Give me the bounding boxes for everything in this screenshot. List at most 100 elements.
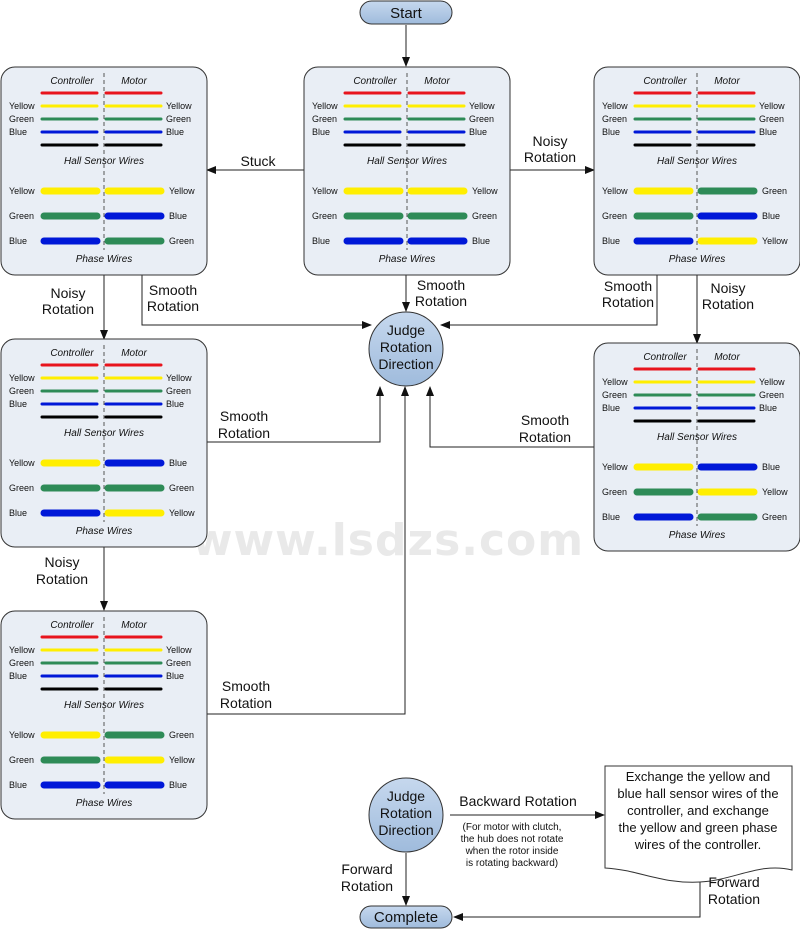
label-forward-process-1: Forward	[708, 874, 759, 890]
hall-label-motor: Green	[166, 386, 191, 396]
phase-label-motor: Blue	[169, 211, 187, 221]
phase-caption: Phase Wires	[76, 254, 133, 265]
phase-label-controller: Blue	[9, 508, 27, 518]
arrow-righttop-smooth	[440, 275, 658, 329]
hall-caption: Hall Sensor Wires	[64, 700, 144, 711]
phase-label-motor: Blue	[472, 236, 490, 246]
hall-label-motor: Blue	[759, 403, 777, 413]
phase-label-controller: Blue	[9, 236, 27, 246]
arrow-rightmid-smooth	[426, 386, 594, 448]
judge-node-bottom: Judge Rotation Direction	[368, 777, 444, 853]
label-smooth-lefttop-1: Smooth	[149, 282, 197, 298]
phase-label-motor: Yellow	[169, 755, 195, 765]
hall-caption: Hall Sensor Wires	[657, 156, 737, 167]
complete-label: Complete	[374, 909, 438, 926]
phase-label-controller: Green	[9, 483, 34, 493]
start-terminal: Start	[359, 0, 453, 25]
label-smooth-leftbottom-1: Smooth	[222, 678, 270, 694]
judge-top-line2: Rotation	[380, 339, 432, 355]
hall-label-controller: Yellow	[602, 377, 628, 387]
hall-caption: Hall Sensor Wires	[367, 156, 447, 167]
controller-header: Controller	[643, 76, 687, 87]
phase-label-motor: Yellow	[169, 508, 195, 518]
label-smooth-lefttop-2: Rotation	[147, 298, 199, 314]
phase-label-controller: Yellow	[602, 186, 628, 196]
label-noisy-leftmid-2: Rotation	[36, 571, 88, 587]
judge-top-line3: Direction	[378, 356, 433, 372]
label-noisy-righttop-1: Noisy	[710, 280, 745, 296]
phase-label-motor: Green	[762, 186, 787, 196]
controller-header: Controller	[50, 620, 94, 631]
process-box: Exchange the yellow and blue hall sensor…	[604, 765, 793, 883]
phase-label-controller: Blue	[312, 236, 330, 246]
controller-header: Controller	[643, 352, 687, 363]
watermark: www.lsdzs.com	[192, 515, 584, 566]
phase-label-motor: Yellow	[762, 487, 788, 497]
phase-label-controller: Yellow	[9, 186, 35, 196]
hall-label-controller: Green	[9, 658, 34, 668]
label-noisy-lefttop-1: Noisy	[50, 285, 85, 301]
phase-caption: Phase Wires	[76, 798, 133, 809]
hall-label-controller: Blue	[602, 403, 620, 413]
hall-label-controller: Yellow	[9, 373, 35, 383]
phase-label-motor: Blue	[169, 780, 187, 790]
label-stuck: Stuck	[240, 153, 276, 169]
arrow-leftmid-smooth	[207, 386, 384, 443]
hall-label-motor: Blue	[469, 127, 487, 137]
hall-label-motor: Green	[759, 114, 784, 124]
phase-label-motor: Blue	[762, 211, 780, 221]
clutch-note-line-2: the hub does not rotate	[461, 834, 564, 845]
arrow-leftbottom-smooth	[207, 386, 409, 715]
phase-label-controller: Green	[312, 211, 337, 221]
phase-label-motor: Green	[169, 483, 194, 493]
hall-label-motor: Green	[166, 114, 191, 124]
process-line-1: Exchange the yellow and	[626, 769, 771, 784]
hall-label-controller: Blue	[602, 127, 620, 137]
hall-label-controller: Blue	[9, 127, 27, 137]
hall-label-motor: Yellow	[469, 101, 495, 111]
hall-label-controller: Green	[9, 386, 34, 396]
phase-caption: Phase Wires	[669, 530, 726, 541]
judge-bottom-line3: Direction	[378, 822, 433, 838]
clutch-note-line-1: (For motor with clutch,	[463, 822, 562, 833]
label-backward: Backward Rotation	[459, 793, 577, 809]
hall-label-motor: Blue	[759, 127, 777, 137]
hall-label-motor: Yellow	[166, 373, 192, 383]
hall-label-controller: Yellow	[602, 101, 628, 111]
label-noisy-lefttop-2: Rotation	[42, 301, 94, 317]
controller-header: Controller	[50, 76, 94, 87]
clutch-note-line-4: is rotating backward)	[466, 858, 558, 869]
phase-label-motor: Green	[472, 211, 497, 221]
hall-label-motor: Yellow	[759, 377, 785, 387]
phase-label-controller: Yellow	[9, 458, 35, 468]
start-label: Start	[390, 5, 423, 22]
label-noisy-leftmid-1: Noisy	[44, 554, 79, 570]
hall-label-motor: Green	[166, 658, 191, 668]
hall-label-controller: Yellow	[312, 101, 338, 111]
hall-label-motor: Yellow	[759, 101, 785, 111]
motor-header: Motor	[121, 620, 147, 631]
process-line-2: blue hall sensor wires of the	[617, 786, 778, 801]
clutch-note: (For motor with clutch, the hub does not…	[461, 822, 564, 869]
complete-terminal: Complete	[359, 905, 453, 929]
process-line-5: wires of the controller.	[634, 837, 761, 852]
label-smooth-righttop-1: Smooth	[604, 278, 652, 294]
phase-caption: Phase Wires	[76, 526, 133, 537]
phase-label-motor: Green	[762, 512, 787, 522]
phase-label-motor: Green	[169, 236, 194, 246]
label-noisy-righttop-2: Rotation	[702, 296, 754, 312]
motor-header: Motor	[121, 348, 147, 359]
hall-label-controller: Blue	[9, 671, 27, 681]
controller-header: Controller	[353, 76, 397, 87]
judge-bottom-line1: Judge	[387, 788, 425, 804]
phase-label-controller: Yellow	[312, 186, 338, 196]
hall-label-controller: Blue	[9, 399, 27, 409]
label-smooth-leftbottom-2: Rotation	[220, 695, 272, 711]
motor-header: Motor	[714, 352, 740, 363]
